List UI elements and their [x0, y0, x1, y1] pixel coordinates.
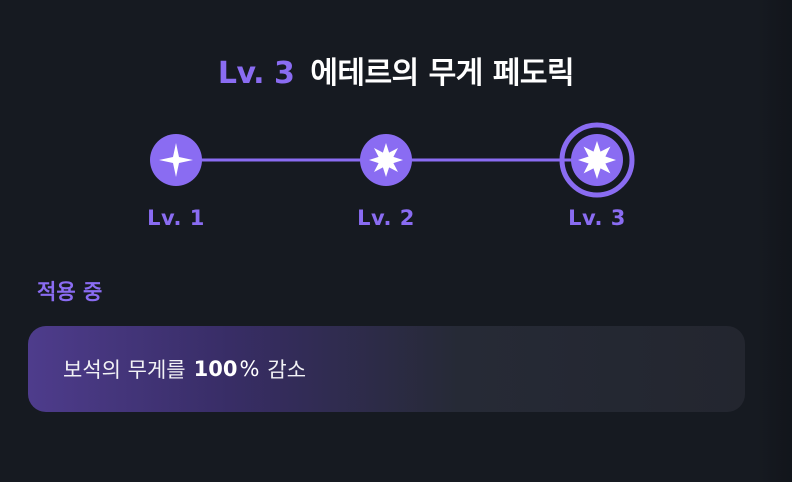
title-name: 에테르의 무게 페도릭: [310, 56, 575, 91]
current-level-ring: [559, 122, 635, 198]
effect-suffix: 감소: [267, 358, 307, 382]
level-1-node[interactable]: [150, 134, 202, 186]
level-3-node[interactable]: [559, 122, 635, 198]
effect-value: 100: [193, 357, 238, 381]
active-effect-label: 적용 중: [37, 280, 103, 304]
eight-point-star-icon: [369, 143, 403, 177]
effect-unit: %: [239, 357, 260, 381]
item-title: Lv. 3 에테르의 무게 페도릭: [0, 48, 792, 92]
level-2-node[interactable]: [360, 134, 412, 186]
effect-prefix: 보석의 무게를: [63, 358, 186, 382]
level-3-label: Lv. 3: [568, 206, 626, 230]
level-track: [150, 122, 635, 198]
title-level: Lv. 3: [217, 56, 295, 91]
right-edge-shade: [758, 0, 792, 482]
level-1-label: Lv. 1: [147, 206, 205, 230]
effect-card: 보석의 무게를 100% 감소: [28, 326, 745, 412]
level-2-label: Lv. 2: [357, 206, 415, 230]
four-point-star-icon: [159, 143, 193, 177]
eight-point-star-icon: [578, 141, 616, 179]
